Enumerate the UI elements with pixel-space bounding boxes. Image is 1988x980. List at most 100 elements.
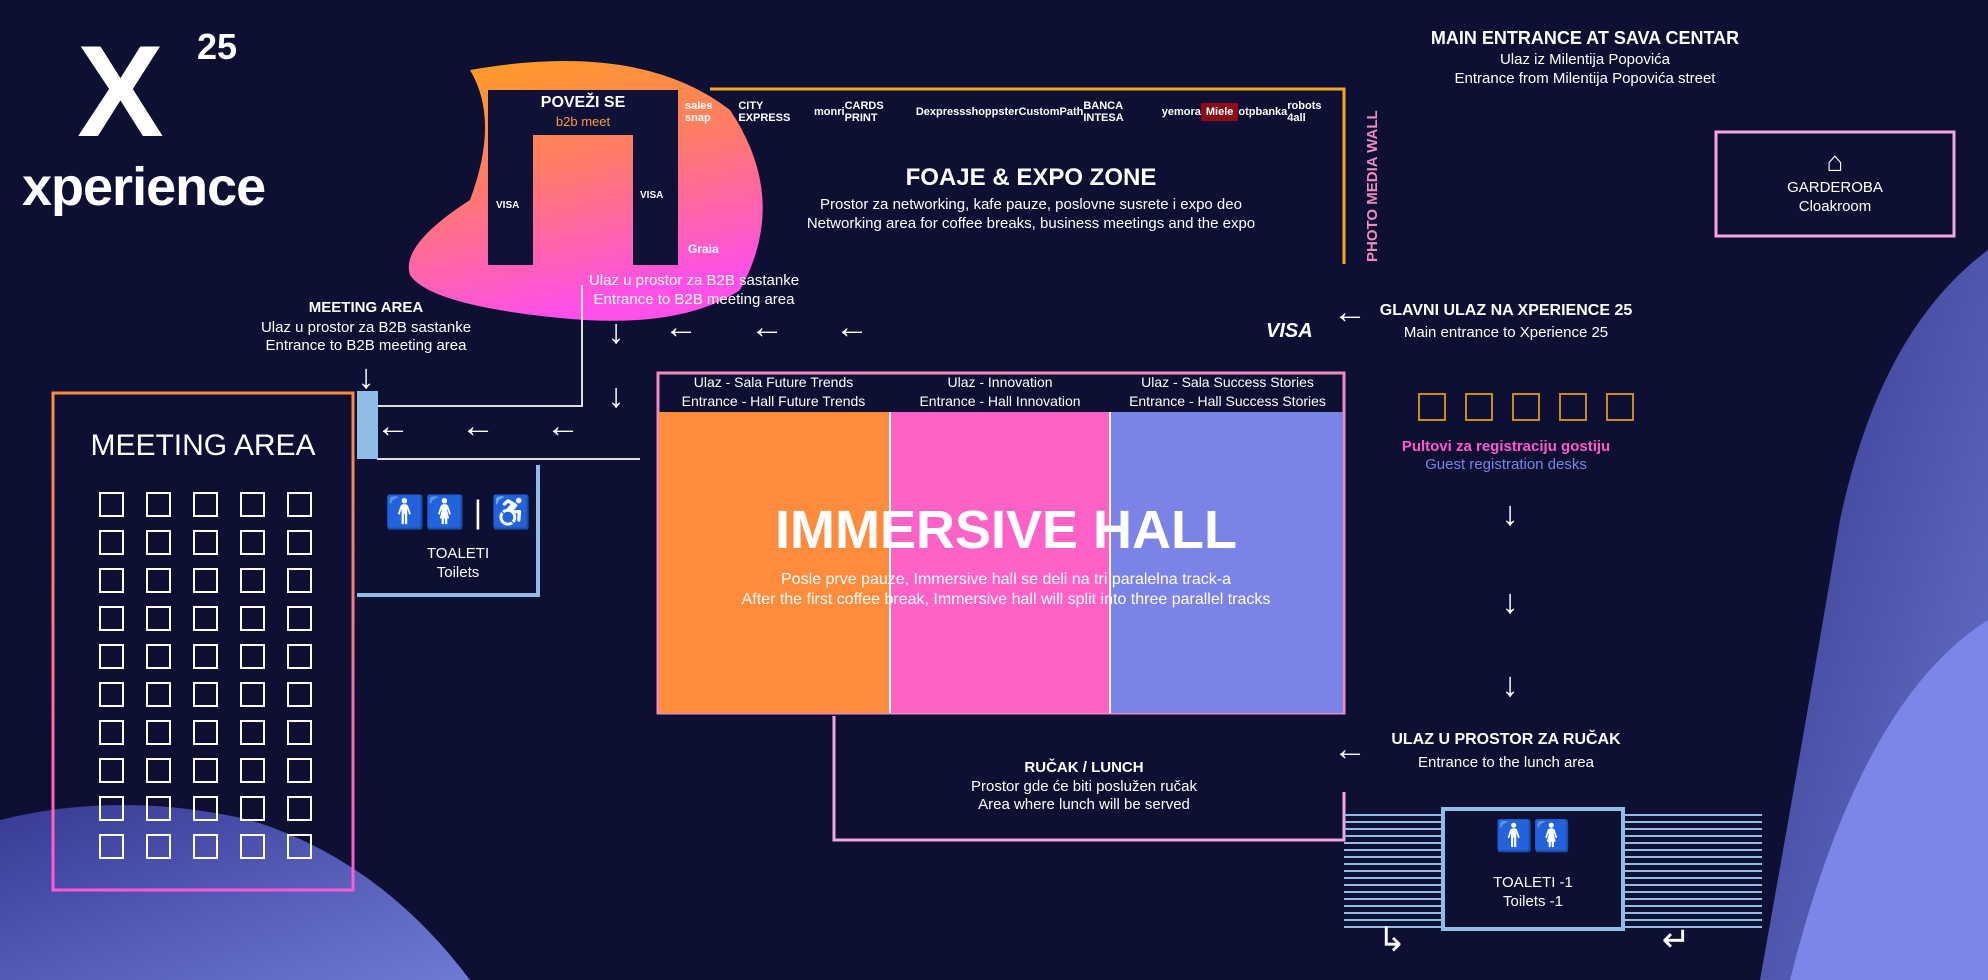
meeting-table bbox=[193, 530, 218, 555]
meeting-table bbox=[146, 682, 171, 707]
lunch-line2: Area where lunch will be served bbox=[978, 796, 1190, 813]
sponsor-logo: CARDS PRINT bbox=[844, 100, 884, 124]
photo-media-wall-label: PHOTO MEDIA WALL bbox=[1364, 110, 1381, 262]
logo-superscript: 25 bbox=[197, 26, 238, 67]
meeting-room: MEETING AREA bbox=[53, 393, 353, 890]
meeting-table bbox=[240, 606, 265, 631]
sponsor-logo: sales snap bbox=[685, 100, 713, 124]
meeting-table bbox=[287, 568, 312, 593]
meeting-table bbox=[193, 644, 218, 669]
main-entry-title: GLAVNI ULAZ NA XPERIENCE 25 bbox=[1379, 302, 1633, 319]
logo-wordmark: xperience bbox=[22, 157, 266, 217]
toilets-lower-subtitle: Toilets -1 bbox=[1502, 893, 1564, 910]
meeting-table bbox=[99, 796, 124, 821]
sponsor-logo: monri bbox=[814, 106, 845, 118]
cloakroom-subtitle: Cloakroom bbox=[1798, 198, 1872, 215]
arrow-turn-left-icon: ↵ bbox=[1661, 921, 1691, 959]
arrow-down-icon: ↓ bbox=[1501, 583, 1519, 621]
meeting-table bbox=[99, 606, 124, 631]
registration-subtitle: Guest registration desks bbox=[1425, 456, 1587, 473]
track-label: Entrance - Hall Success Stories bbox=[1129, 393, 1326, 409]
meeting-table bbox=[99, 492, 124, 517]
hall-line2: After the first coffee break, Immersive … bbox=[741, 591, 1271, 608]
arrow-down-icon: ↓ bbox=[1501, 495, 1519, 533]
toilets-subtitle: Toilets bbox=[436, 564, 480, 581]
track-label: Entrance - Hall Future Trends bbox=[681, 393, 866, 409]
b2b-arch-subtitle: b2b meet bbox=[555, 114, 611, 129]
sponsor-logo: otpbanka bbox=[1238, 106, 1288, 118]
track-label: Ulaz - Sala Future Trends bbox=[693, 374, 854, 390]
meeting-label-title: MEETING AREA bbox=[308, 299, 424, 316]
visa-logo: VISA bbox=[640, 190, 664, 201]
meeting-table bbox=[146, 644, 171, 669]
registration-desk bbox=[1418, 393, 1446, 421]
sponsor-logo: shoppster bbox=[965, 106, 1019, 118]
arrow-down-icon: ↓ bbox=[607, 313, 625, 351]
logo-mark: X bbox=[77, 18, 164, 164]
meeting-table bbox=[99, 568, 124, 593]
arrow-turn-right-icon: ↳ bbox=[1377, 921, 1407, 959]
meeting-table bbox=[99, 758, 124, 783]
meeting-table bbox=[146, 492, 171, 517]
meeting-table bbox=[287, 834, 312, 859]
hanger-icon: ⌂ bbox=[1826, 146, 1844, 177]
toilets: 🚹🚺 | ♿ TOALETI Toilets bbox=[378, 490, 538, 582]
graia-logo: Graia bbox=[688, 242, 719, 256]
arrow-down-icon: ↓ bbox=[357, 358, 375, 396]
meeting-table bbox=[240, 758, 265, 783]
meeting-table bbox=[287, 758, 312, 783]
track-label: Entrance - Hall Innovation bbox=[919, 393, 1081, 409]
meeting-table bbox=[240, 720, 265, 745]
meeting-table bbox=[99, 720, 124, 745]
meeting-table bbox=[146, 834, 171, 859]
sponsor-logo: Dexpress bbox=[915, 106, 966, 118]
xperience-logo: X 25 xperience bbox=[22, 18, 272, 217]
hall-section-success-stories bbox=[1111, 412, 1343, 713]
registration-desk bbox=[1465, 393, 1493, 421]
toilets-lower-title: TOALETI -1 bbox=[1493, 874, 1573, 891]
meeting-table bbox=[193, 606, 218, 631]
meeting-table bbox=[146, 758, 171, 783]
meeting-table bbox=[240, 644, 265, 669]
meeting-table bbox=[146, 720, 171, 745]
meeting-room-title: MEETING AREA bbox=[90, 429, 316, 462]
foyer-line2: Networking area for coffee breaks, busin… bbox=[806, 215, 1256, 232]
meeting-table bbox=[287, 492, 312, 517]
decor-blob-bottom-left bbox=[0, 805, 470, 980]
meeting-label-line1: Ulaz u prostor za B2B sastanke bbox=[260, 319, 472, 336]
meeting-table bbox=[99, 644, 124, 669]
meeting-table bbox=[193, 834, 218, 859]
meeting-table bbox=[240, 568, 265, 593]
track-label: Ulaz - Sala Success Stories bbox=[1141, 374, 1314, 390]
toilet-icons: 🚹🚺 | ♿ bbox=[385, 494, 531, 530]
arrow-left-icon: ← bbox=[835, 308, 869, 346]
foyer-line1: Prostor za networking, kafe pauze, poslo… bbox=[820, 196, 1242, 213]
registration-desk bbox=[1512, 393, 1540, 421]
meeting-table bbox=[193, 796, 218, 821]
arrow-left-icon: ← bbox=[750, 308, 784, 346]
b2b-entrance-line2: Entrance to B2B meeting area bbox=[593, 291, 795, 308]
meeting-table bbox=[146, 796, 171, 821]
foyer-title: FOAJE & EXPO ZONE bbox=[905, 164, 1157, 191]
main-entrance-line2: Entrance from Milentija Popovića street bbox=[1454, 70, 1716, 87]
b2b-arch-title: POVEŽI SE bbox=[540, 94, 626, 111]
arrow-down-icon: ↓ bbox=[1501, 666, 1519, 704]
b2b-arch: POVEŽI SE b2b meet VISA VISA Graia bbox=[488, 90, 719, 265]
meeting-table bbox=[193, 720, 218, 745]
hall-title: IMMERSIVE HALL bbox=[774, 500, 1238, 560]
meeting-table bbox=[287, 720, 312, 745]
meeting-table bbox=[146, 568, 171, 593]
track-label: Ulaz - Innovation bbox=[947, 374, 1053, 390]
sponsor-logo: CITY EXPRESS bbox=[738, 100, 791, 124]
sponsor-logo: BANCA INTESA bbox=[1083, 100, 1124, 124]
meeting-table bbox=[99, 682, 124, 707]
sponsor-logo: yemora bbox=[1161, 106, 1201, 118]
meeting-table bbox=[240, 492, 265, 517]
registration-desk bbox=[1606, 393, 1634, 421]
visa-logo: VISA bbox=[496, 200, 520, 211]
decor-blob-right-lower bbox=[1790, 620, 1988, 980]
hall-section-future-trends bbox=[659, 412, 889, 713]
